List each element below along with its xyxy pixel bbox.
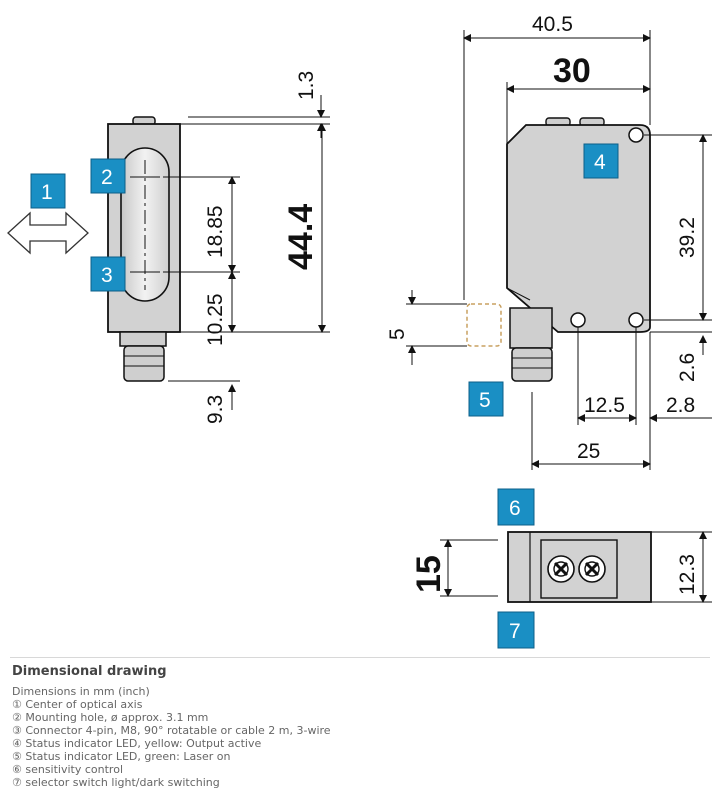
caption-line: ③ Connector 4-pin, M8, 90° rotatable or … <box>12 724 331 737</box>
caption-line: ② Mounting hole, ø approx. 3.1 mm <box>12 711 209 724</box>
caption-lines: Dimensions in mm (inch) ① Center of opti… <box>12 685 702 789</box>
dim-25: 25 <box>577 440 600 463</box>
callout-2: 2 <box>90 158 126 194</box>
side-view: 40.5 30 39.2 2.6 5 12.5 2.8 25 <box>386 13 712 470</box>
callout-6: 6 <box>497 488 535 526</box>
svg-text:7: 7 <box>509 620 521 643</box>
dim-9-3: 9.3 <box>204 395 227 424</box>
svg-text:3: 3 <box>101 264 113 287</box>
double-arrow-icon <box>7 211 89 255</box>
dim-15: 15 <box>410 555 448 593</box>
top-view: 15 12.3 <box>410 531 712 603</box>
callout-4: 4 <box>583 143 619 179</box>
caption-line: ⑤ Status indicator LED, green: Laser on <box>12 750 231 763</box>
dim-44-4: 44.4 <box>282 204 320 270</box>
svg-text:1: 1 <box>41 181 53 204</box>
dim-2-6: 2.6 <box>676 353 699 382</box>
svg-text:2: 2 <box>101 166 113 189</box>
sensor-body-side <box>506 124 651 333</box>
dim-39-2: 39.2 <box>676 217 699 258</box>
connector-front <box>123 345 165 382</box>
dim-12-3: 12.3 <box>676 554 699 595</box>
dimensional-drawing: 1.3 44.4 18.85 10.25 9.3 <box>7 13 712 649</box>
svg-text:4: 4 <box>594 151 606 174</box>
connector-side <box>511 347 553 382</box>
dim-10-25: 10.25 <box>204 293 227 346</box>
callout-1: 1 <box>30 173 66 209</box>
callout-7: 7 <box>497 611 535 649</box>
dim-30: 30 <box>553 52 591 90</box>
svg-text:5: 5 <box>479 389 491 412</box>
dim-18-85: 18.85 <box>204 205 227 258</box>
caption-divider <box>10 657 710 658</box>
dim-40-5: 40.5 <box>532 13 573 36</box>
caption-title: Dimensional drawing <box>12 664 167 679</box>
caption-line: ④ Status indicator LED, yellow: Output a… <box>12 737 262 750</box>
caption-line: ⑦ selector switch light/dark switching <box>12 776 220 789</box>
connector-alt-dashed <box>466 303 502 347</box>
sensitivity-control-icon <box>547 555 575 583</box>
dim-12-5: 12.5 <box>584 394 625 417</box>
dim-1-3: 1.3 <box>295 71 318 100</box>
selector-switch-icon <box>578 555 606 583</box>
front-view: 1.3 44.4 18.85 10.25 9.3 <box>7 71 330 424</box>
callout-3: 3 <box>90 256 126 292</box>
lens-window <box>120 147 170 302</box>
caption: Dimensional drawing Dimensions in mm (in… <box>12 664 702 789</box>
svg-text:6: 6 <box>509 497 521 520</box>
callout-5: 5 <box>468 381 504 417</box>
dim-5: 5 <box>386 328 409 340</box>
caption-line: ① Center of optical axis <box>12 698 143 711</box>
caption-line: Dimensions in mm (inch) <box>12 685 150 698</box>
dim-2-8: 2.8 <box>666 394 695 417</box>
caption-line: ⑥ sensitivity control <box>12 763 123 776</box>
